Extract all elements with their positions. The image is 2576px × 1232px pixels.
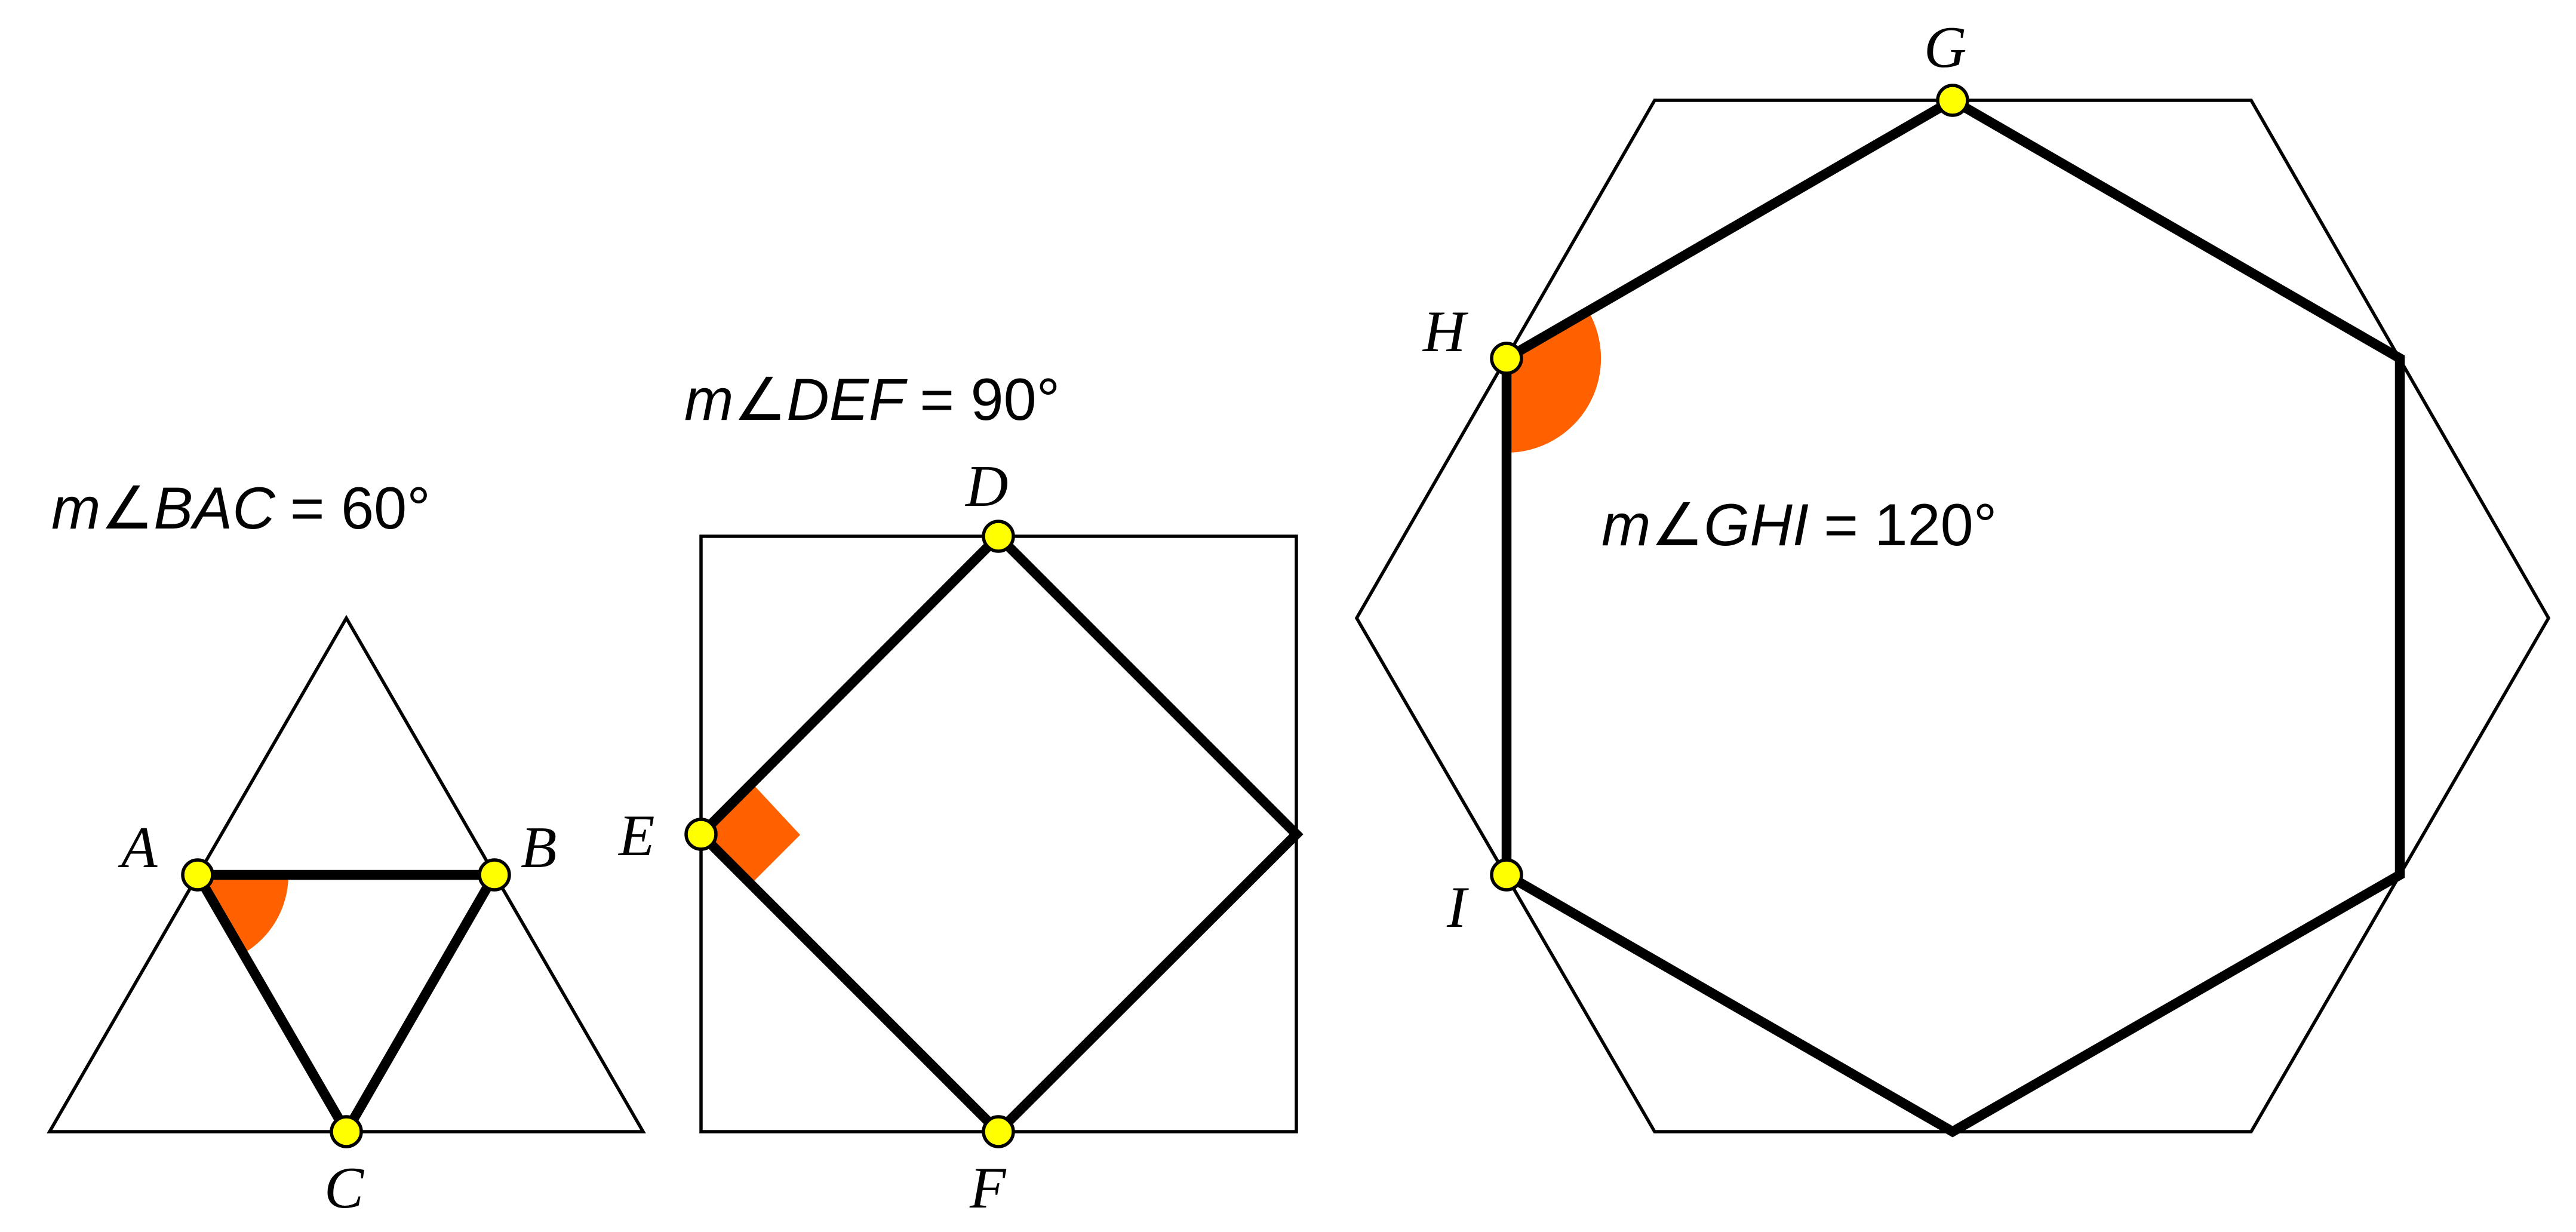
label-h: H: [1422, 299, 1468, 364]
point-h[interactable]: [1490, 342, 1523, 375]
measurement-bac: m∠BAC= 60°: [51, 475, 431, 541]
point-e[interactable]: [684, 818, 718, 851]
measurement-ghi-value: = 120°: [1824, 491, 1997, 558]
measurement-ghi-angle: ∠GHI: [1650, 491, 1809, 558]
label-c: C: [324, 1156, 364, 1221]
point-i[interactable]: [1490, 858, 1523, 892]
label-d: D: [964, 454, 1009, 519]
point-c[interactable]: [330, 1115, 363, 1148]
outer-hexagon: [1354, 99, 2551, 1133]
point-d[interactable]: [982, 520, 1015, 553]
angle-bac-marker: [198, 875, 289, 954]
measurement-bac-angle: ∠BAC: [100, 475, 276, 541]
label-b: B: [521, 815, 557, 880]
point-a[interactable]: [181, 858, 214, 892]
triangle-figure: A B C m∠BAC= 60°: [47, 475, 646, 1221]
inner-hexagon: [1501, 94, 2405, 1138]
inner-triangle: [189, 870, 503, 1142]
label-f: F: [969, 1156, 1007, 1221]
measurement-def-m: m: [684, 366, 733, 432]
measurement-bac-value: = 60°: [290, 475, 431, 541]
point-g[interactable]: [1936, 84, 1969, 117]
measurement-def-angle: ∠DEF: [733, 366, 908, 432]
point-b[interactable]: [478, 858, 511, 892]
label-g: G: [1924, 15, 1967, 80]
measurement-ghi: m∠GHI= 120°: [1601, 491, 1997, 558]
measurement-ghi-m: m: [1601, 491, 1650, 558]
hexagon-figure: G H I m∠GHI= 120°: [1354, 15, 2551, 1138]
square-figure: D E F m∠DEF= 90°: [617, 366, 1304, 1221]
measurement-def-value: = 90°: [920, 366, 1060, 432]
label-i: I: [1446, 875, 1469, 940]
point-f[interactable]: [982, 1115, 1015, 1148]
label-e: E: [617, 803, 654, 868]
label-a: A: [118, 815, 158, 880]
measurement-def: m∠DEF= 90°: [684, 366, 1060, 432]
measurement-bac-m: m: [51, 475, 100, 541]
